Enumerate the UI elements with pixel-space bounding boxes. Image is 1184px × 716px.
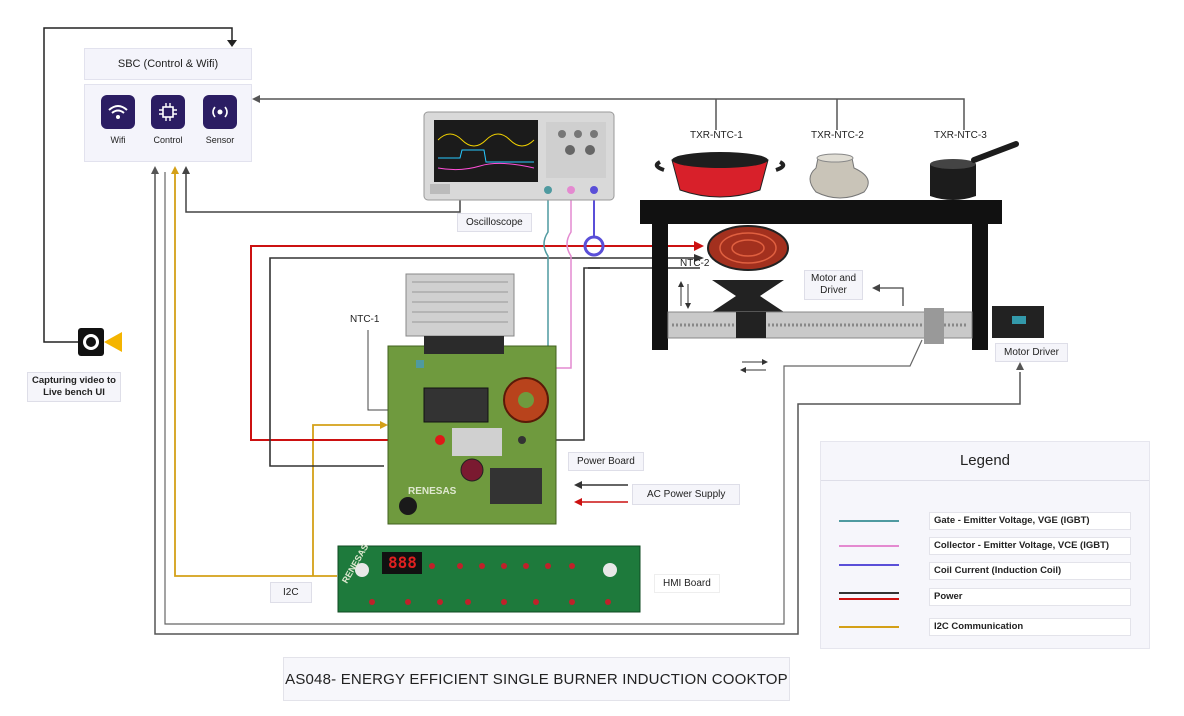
camera-caption-line2: Live bench UI xyxy=(43,387,105,398)
camera-link-wire xyxy=(43,27,233,343)
renesas-power-logo: RENESAS xyxy=(408,486,457,497)
power-board-label: Power Board xyxy=(568,452,644,471)
legend-title: Legend xyxy=(959,452,1011,469)
ntc-1-label: NTC-1 xyxy=(350,314,380,325)
legend-row-coil: Coil Current (Induction Coil) xyxy=(839,562,1139,580)
legend-row-vce: Collector - Emitter Voltage, VCE (IGBT) xyxy=(839,537,1139,555)
power-wire-black xyxy=(269,257,700,467)
chip-icon xyxy=(151,95,185,129)
i2c-label: I2C xyxy=(270,582,312,603)
camera-caption: Capturing video to Live bench UI xyxy=(27,372,121,402)
vce-probe-wire xyxy=(428,194,572,369)
legend-swatch-vge xyxy=(839,520,899,522)
diagram-title: AS048- ENERGY EFFICIENT SINGLE BURNER IN… xyxy=(285,670,788,688)
sbc-sensor: Sensor xyxy=(195,95,245,145)
legend-label-vce: Collector - Emitter Voltage, VCE (IGBT) xyxy=(929,537,1131,555)
sbc-control-label: Control xyxy=(153,135,183,145)
sbc-wifi: Wifi xyxy=(93,95,143,145)
legend-swatch-vce xyxy=(839,545,899,547)
legend-swatch-power-red xyxy=(839,598,899,600)
legend-swatch-power-black xyxy=(839,592,899,594)
wifi-icon xyxy=(101,95,135,129)
txr-ntc-1-label: TXR-NTC-1 xyxy=(690,130,743,141)
txr-ntc-2-label: TXR-NTC-2 xyxy=(811,130,864,141)
power-board xyxy=(387,273,557,525)
legend-label-vge: Gate - Emitter Voltage, VGE (IGBT) xyxy=(929,512,1131,530)
kadai-pot xyxy=(654,152,786,198)
legend-row-power: Power xyxy=(839,588,1139,606)
camera-caption-line1: Capturing video to xyxy=(32,375,116,386)
txr-ntc-3-label: TXR-NTC-3 xyxy=(934,130,987,141)
power-wire-red xyxy=(250,245,700,441)
steel-pot xyxy=(809,153,869,199)
diagram-title-box: AS048- ENERGY EFFICIENT SINGLE BURNER IN… xyxy=(283,657,790,701)
legend-row-i2c: I2C Communication xyxy=(839,618,1139,636)
sensor-feedback-wire xyxy=(258,98,965,130)
sbc-sensor-label: Sensor xyxy=(205,135,235,145)
oscilloscope-device xyxy=(423,111,615,201)
legend-divider xyxy=(821,480,1149,481)
hmi-display-digits: 888 xyxy=(388,553,417,572)
scope-link-wire xyxy=(185,172,461,213)
sbc-wifi-label: Wifi xyxy=(110,135,126,145)
motor-driver-label: Motor Driver xyxy=(995,343,1069,362)
camera-icon xyxy=(78,328,124,358)
seven-seg-display xyxy=(382,552,422,574)
motor-control-wire xyxy=(154,172,1021,635)
motor-and-driver-line2: Driver xyxy=(820,285,847,296)
ntc-2-label: NTC-2 xyxy=(680,258,710,269)
legend-label-power: Power xyxy=(929,588,1131,606)
sbc-title-box: SBC (Control & Wifi) xyxy=(84,48,252,80)
scissor-lift xyxy=(712,280,784,312)
sbc-panel: Wifi Control Sensor xyxy=(84,84,252,162)
legend-row-vge: Gate - Emitter Voltage, VGE (IGBT) xyxy=(839,512,1139,530)
hmi-board xyxy=(337,545,641,613)
legend-label-coil: Coil Current (Induction Coil) xyxy=(929,562,1131,580)
sbc-control: Control xyxy=(143,95,193,145)
legend-label-i2c: I2C Communication xyxy=(929,618,1131,636)
legend-swatch-coil xyxy=(839,564,899,566)
heat-sink xyxy=(405,273,515,337)
hmi-board-label: HMI Board xyxy=(654,574,720,593)
ac-power-supply-label: AC Power Supply xyxy=(632,484,741,505)
legend-swatch-i2c xyxy=(839,626,899,628)
saucepan xyxy=(930,141,1019,200)
sbc-title: SBC (Control & Wifi) xyxy=(117,58,219,70)
i2c-wire xyxy=(174,172,337,577)
sensor-icon xyxy=(203,95,237,129)
legend: Legend Gate - Emitter Voltage, VGE (IGBT… xyxy=(820,441,1150,649)
current-probe-loop xyxy=(583,235,605,257)
motor-and-driver-line1: Motor and xyxy=(811,273,857,284)
oscilloscope-label: Oscilloscope xyxy=(457,213,532,232)
cooktop-stand xyxy=(640,200,1044,350)
motor-and-driver-label: Motor and Driver xyxy=(804,270,864,300)
vge-probe-wire xyxy=(428,194,549,361)
